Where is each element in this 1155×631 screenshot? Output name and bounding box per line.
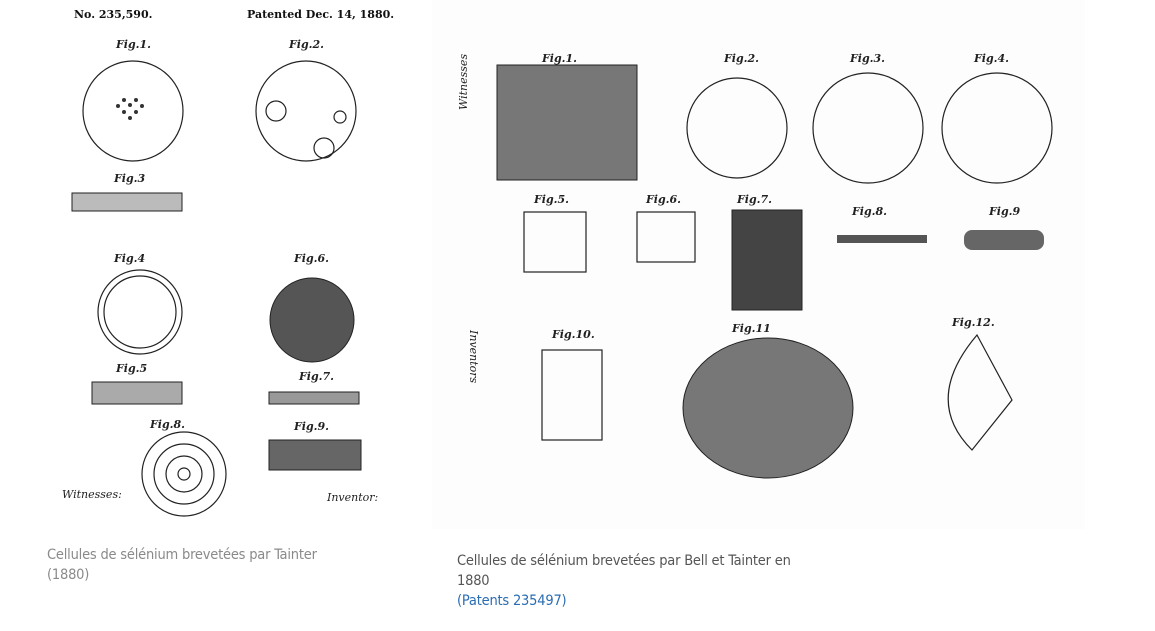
fig-label: Fig.3. <box>849 52 885 65</box>
fig-label: Fig.6. <box>293 252 329 265</box>
fig-label: Fig.2. <box>288 38 324 51</box>
fig-label: Fig.9 <box>988 205 1021 218</box>
witnesses-label: Witnesses <box>457 54 470 110</box>
inventors-label: Inventors <box>467 329 480 384</box>
fig-label: Fig.9. <box>293 420 329 433</box>
patent-date: Patented Dec. 14, 1880. <box>247 8 394 21</box>
caption-left: Cellules de sélénium brevetées par Taint… <box>47 547 317 583</box>
fig-label: Fig.8. <box>851 205 887 218</box>
fig-label: Fig.11 <box>731 322 771 335</box>
patents-link[interactable]: (Patents 235497) <box>457 593 567 609</box>
fig-label: Fig.4. <box>973 52 1009 65</box>
patent-drawing-bell-tainter: Witnesses Fig.1. Fig.2. Fig.3. Fig.4. Fi… <box>432 0 1085 529</box>
patent-number: No. 235,590. <box>74 8 152 21</box>
fig-label: Fig.3 <box>113 172 146 185</box>
fig-label: Fig.1. <box>115 38 151 51</box>
fig-label: Fig.6. <box>645 193 681 206</box>
fig-label: Fig.5. <box>533 193 569 206</box>
fig-label: Fig.4 <box>113 252 145 265</box>
fig-label: Fig.7. <box>736 193 772 206</box>
caption-right-text: Cellules de sélénium brevetées par Bell … <box>457 553 791 589</box>
witnesses-label: Witnesses: <box>62 488 122 501</box>
fig-label: Fig.2. <box>723 52 759 65</box>
fig-label: Fig.5 <box>115 362 147 375</box>
inventor-label: Inventor: <box>326 491 378 504</box>
fig-label: Fig.1. <box>541 52 577 65</box>
caption-right: Cellules de sélénium brevetées par Bell … <box>457 551 797 611</box>
fig-label: Fig.8. <box>149 418 185 431</box>
fig-label: Fig.12. <box>951 316 995 329</box>
fig-label: Fig.10. <box>551 328 595 341</box>
fig-label: Fig.7. <box>298 370 334 383</box>
patent-drawing-tainter: No. 235,590. Patented Dec. 14, 1880. Fig… <box>44 0 410 522</box>
